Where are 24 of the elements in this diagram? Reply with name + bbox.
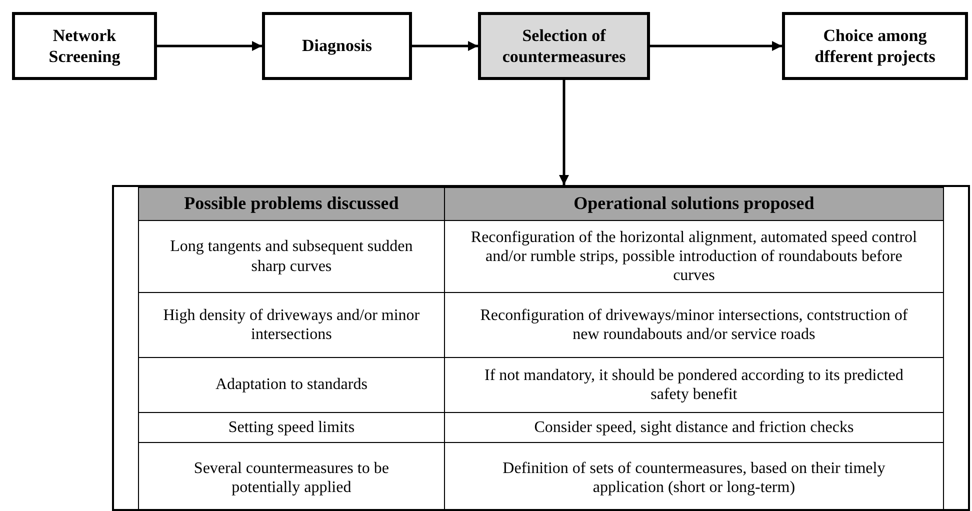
arrow [157, 41, 262, 51]
table-cell: Setting speed limits [138, 412, 444, 442]
table [112, 185, 970, 511]
table-cell: Long tangents and subsequent sudden sharp curves [138, 220, 444, 292]
box-label: Diagnosis [302, 35, 372, 57]
process-box [262, 12, 412, 80]
process-box [782, 12, 968, 80]
process-box [12, 12, 157, 80]
box-label: Choice among dfferent projects [814, 24, 936, 68]
table-cell: High density of driveways and/or minor intersections [138, 292, 444, 358]
box-label: Selection of countermeasures [502, 24, 626, 68]
table-cell: Reconfiguration of the horizontal alignment, automated speed control and/or rumble strips, possible introduction of roundabouts before curves [444, 220, 944, 292]
highlighted-process-box [478, 12, 650, 80]
table-cell: Several countermeasures to be potentially applied [138, 442, 444, 511]
table-header: Possible problems discussed [138, 188, 444, 220]
arrow [412, 41, 478, 51]
table-cell: Consider speed, sight distance and friction checks [444, 412, 944, 442]
table-cell: Reconfiguration of driveways/minor intersections, contstruction of new roundabouts and/or service roads [444, 292, 944, 358]
arrow [559, 80, 569, 185]
arrow [650, 41, 782, 51]
table-header: Operational solutions proposed [444, 188, 944, 220]
table-cell: Adaptation to standards [138, 358, 444, 412]
table-cell: If not mandatory, it should be pondered according to its predicted safety benefit [444, 358, 944, 412]
box-label: Network Screening [48, 24, 122, 68]
